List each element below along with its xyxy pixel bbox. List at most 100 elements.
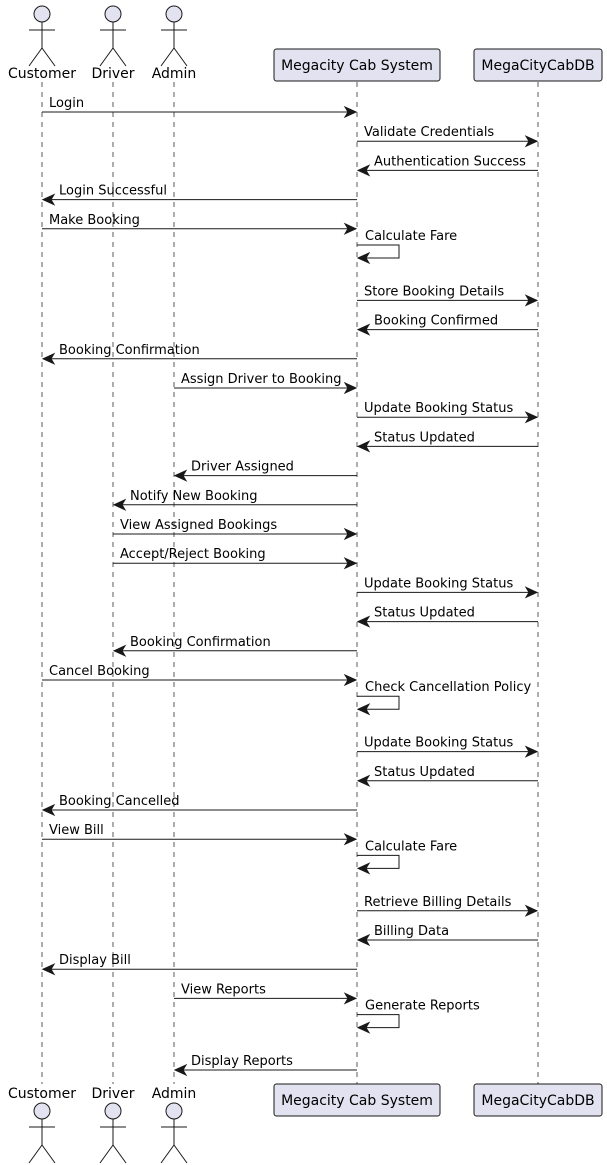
message-17-arrow-head-icon <box>524 586 539 599</box>
message-8: Booking Confirmed <box>356 314 538 336</box>
message-21-arrow-head-icon <box>356 703 371 716</box>
participant-label-driver-bottom: Driver <box>91 1086 134 1102</box>
message-32-label: Display Reports <box>191 1054 293 1069</box>
message-6-self-loop <box>357 244 400 259</box>
message-24-label: Booking Cancelled <box>59 794 180 809</box>
driver-actor-left-leg-icon <box>99 47 114 67</box>
participant-label-system-bottom: Megacity Cab System <box>281 1093 433 1109</box>
message-7: Store Booking Details <box>357 284 539 307</box>
lifelines <box>41 82 539 1084</box>
message-31-label: Generate Reports <box>365 999 480 1014</box>
customer-actor-head-icon <box>33 5 51 23</box>
message-13-label: Driver Assigned <box>191 460 294 475</box>
actor-admin-top: Admin <box>152 5 197 82</box>
message-30-label: View Reports <box>181 982 266 997</box>
message-20: Cancel Booking <box>42 664 358 687</box>
participant-box-db-top: MegaCityCabDB <box>473 48 603 82</box>
message-29: Display Bill <box>41 953 357 976</box>
message-2: Validate Credentials <box>357 125 539 148</box>
message-5-arrow-head-icon <box>343 222 358 235</box>
driver-actor-head-icon <box>104 5 122 23</box>
message-11-arrow-head-icon <box>524 411 539 424</box>
participant-label-system-top: Megacity Cab System <box>281 58 433 74</box>
participant-label-admin-bottom: Admin <box>152 1086 197 1102</box>
actor-customer-bottom: Customer <box>8 1086 76 1164</box>
message-12-label: Status Updated <box>374 430 475 445</box>
admin-actor-left-leg-icon <box>160 47 175 67</box>
admin-actor-head-icon <box>165 1102 183 1120</box>
participant-label-db-bottom: MegaCityCabDB <box>481 1093 594 1109</box>
message-26: Calculate Fare <box>356 839 457 875</box>
admin-actor-right-leg-icon <box>173 1144 188 1164</box>
db-participant-rectangle <box>473 48 603 82</box>
message-19-arrow-head-icon <box>112 644 127 657</box>
message-27: Retrieve Billing Details <box>357 895 539 917</box>
customer-actor-right-leg-icon <box>41 1144 56 1164</box>
message-25-label: View Bill <box>49 823 104 838</box>
message-23-label: Status Updated <box>374 765 475 780</box>
participant-label-driver-top: Driver <box>91 66 134 82</box>
message-19: Booking Confirmation <box>112 635 357 657</box>
customer-actor-right-leg-icon <box>41 47 56 67</box>
message-16: Accept/Reject Booking <box>113 547 358 570</box>
message-29-arrow-head-icon <box>41 963 56 976</box>
message-28-label: Billing Data <box>374 924 449 939</box>
message-3-label: Authentication Success <box>374 154 526 169</box>
actor-customer-top: Customer <box>8 5 76 82</box>
message-32: Display Reports <box>173 1054 357 1077</box>
message-11: Update Booking Status <box>357 401 539 424</box>
message-5: Make Booking <box>42 213 358 235</box>
message-21: Check Cancellation Policy <box>356 680 531 716</box>
message-14-arrow-head-icon <box>112 498 127 511</box>
message-1-arrow-head-icon <box>343 105 358 119</box>
participant-label-customer-bottom: Customer <box>8 1086 76 1102</box>
message-17-label: Update Booking Status <box>364 576 513 591</box>
customer-actor-left-leg-icon <box>28 47 43 67</box>
message-18-arrow-head-icon <box>356 615 371 628</box>
message-24-arrow-head-icon <box>41 803 56 817</box>
actor-driver-bottom: Driver <box>91 1086 135 1164</box>
message-1-label: Login <box>49 96 84 111</box>
message-10-arrow-head-icon <box>343 381 358 395</box>
participant-label-admin-top: Admin <box>152 66 197 82</box>
message-15: View Assigned Bookings <box>113 518 358 541</box>
message-30: View Reports <box>174 982 358 1005</box>
message-30-arrow-head-icon <box>343 992 358 1005</box>
message-5-label: Make Booking <box>49 213 140 228</box>
message-31-arrow-head-icon <box>356 1021 371 1034</box>
message-10-label: Assign Driver to Booking <box>181 372 341 387</box>
message-2-label: Validate Credentials <box>364 125 494 140</box>
message-13: Driver Assigned <box>173 460 357 482</box>
participant-box-system-bottom: Megacity Cab System <box>273 1083 441 1117</box>
message-25-arrow-head-icon <box>343 833 358 846</box>
participant-box-db-bottom: MegaCityCabDB <box>473 1083 603 1117</box>
system-participant-rectangle <box>273 1083 441 1117</box>
system-participant-rectangle <box>273 48 441 82</box>
message-9-arrow-head-icon <box>41 352 56 365</box>
message-20-arrow-head-icon <box>343 673 358 687</box>
message-23: Status Updated <box>356 765 538 787</box>
message-8-label: Booking Confirmed <box>374 314 498 329</box>
message-15-label: View Assigned Bookings <box>120 518 277 533</box>
participant-box-system-top: Megacity Cab System <box>273 48 441 82</box>
message-13-arrow-head-icon <box>173 469 188 482</box>
message-6-label: Calculate Fare <box>365 229 457 244</box>
message-6: Calculate Fare <box>356 229 457 265</box>
message-18: Status Updated <box>356 606 538 628</box>
message-24: Booking Cancelled <box>41 794 357 817</box>
message-22: Update Booking Status <box>357 736 539 758</box>
message-27-label: Retrieve Billing Details <box>364 895 512 910</box>
driver-actor-right-leg-icon <box>112 47 127 67</box>
message-27-arrow-head-icon <box>524 904 539 917</box>
driver-actor-head-icon <box>104 1102 122 1120</box>
message-10: Assign Driver to Booking <box>174 372 358 395</box>
db-participant-rectangle <box>473 1083 603 1117</box>
message-6-arrow-head-icon <box>356 251 371 265</box>
message-29-label: Display Bill <box>59 953 131 968</box>
admin-actor-head-icon <box>165 5 183 23</box>
message-12: Status Updated <box>356 430 538 453</box>
message-12-arrow-head-icon <box>356 440 371 453</box>
